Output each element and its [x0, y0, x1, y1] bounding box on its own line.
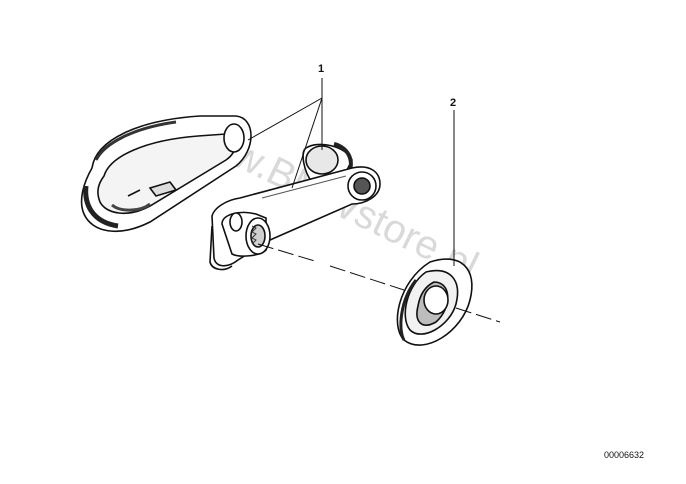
- assembly-axis-line: [257, 243, 501, 323]
- leader-lines: [247, 78, 455, 266]
- window-crank-arm-part: [209, 142, 381, 271]
- handle-cover-part: [80, 115, 252, 233]
- escutcheon-rosette-part: [396, 258, 473, 346]
- callout-number-2: 2: [450, 97, 456, 109]
- callout-number-1: 1: [318, 63, 324, 75]
- drawing-number: 00006632: [604, 450, 644, 460]
